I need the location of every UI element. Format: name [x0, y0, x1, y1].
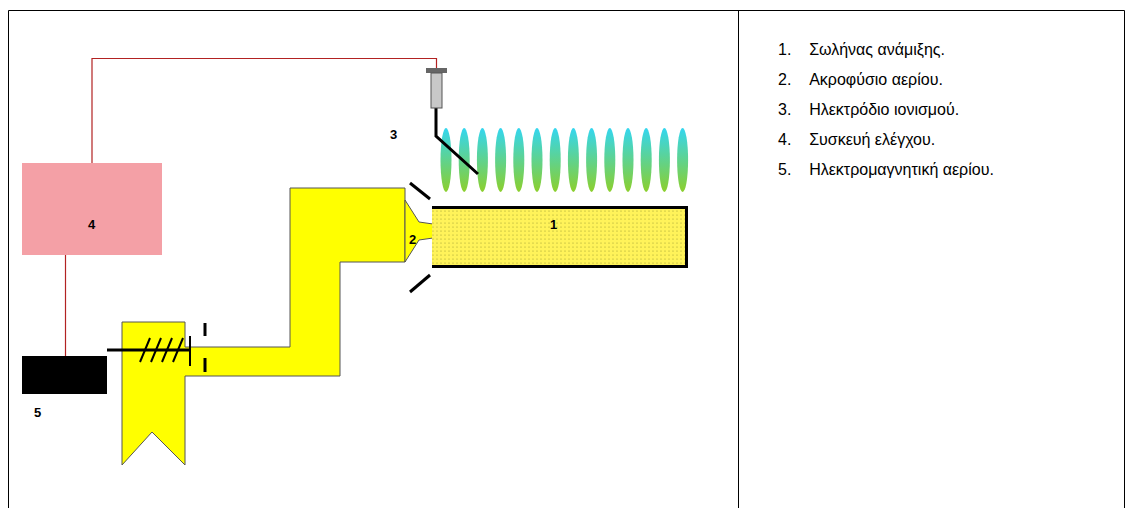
- callout-number: 5: [34, 406, 41, 420]
- ionisation-electrode: 3: [426, 68, 447, 108]
- flame: [441, 128, 452, 192]
- flame: [513, 128, 524, 192]
- gas-pipe: [122, 188, 405, 465]
- signal-wire: [65, 255, 66, 356]
- valve-plunger: [107, 336, 190, 366]
- mixing-tube-outline: [432, 206, 688, 268]
- mixing-tube: 1: [432, 206, 688, 268]
- electrode-rod: [436, 106, 478, 174]
- gas-nozzle-outline: [405, 200, 433, 262]
- flame: [550, 128, 561, 192]
- gas-nozzle: 2: [405, 200, 433, 262]
- part-name: 5. Ηλεκτρομαγνητική αερίου.: [778, 160, 994, 179]
- frame: [9, 11, 1125, 509]
- control-unit-box: 4: [22, 163, 162, 255]
- flames: [441, 128, 689, 192]
- spring-coil: [151, 338, 161, 362]
- flame: [604, 128, 615, 192]
- flame: [677, 128, 688, 192]
- flame: [495, 128, 506, 192]
- flame: [586, 128, 597, 192]
- flame: [641, 128, 652, 192]
- callout-number: 1: [550, 218, 557, 232]
- spring-coil: [173, 338, 183, 362]
- flame: [532, 128, 543, 192]
- callout-number: 4: [88, 218, 95, 232]
- callout-number: 3: [390, 128, 397, 142]
- valve-spring: [140, 338, 183, 362]
- part-name: 4. Συσκευή ελέγχου.: [778, 130, 935, 149]
- gas-solenoid: 5: [22, 356, 107, 394]
- valve-seat: [204, 323, 207, 372]
- callout-number: 2: [409, 233, 416, 247]
- spring-coil: [140, 338, 150, 362]
- part-name: 1. Σωλήνας ανάμιξης.: [778, 40, 945, 59]
- flame: [623, 128, 634, 192]
- signal-wire: [92, 59, 437, 164]
- flame: [477, 128, 488, 192]
- flame: [568, 128, 579, 192]
- ionisation-electrode-outline: [426, 68, 447, 108]
- spring-coil: [162, 338, 172, 362]
- flame: [659, 128, 670, 192]
- part-name: 3. Ηλεκτρόδιο ιονισμού.: [778, 100, 959, 119]
- part-name: 2. Ακροφύσιο αερίου.: [778, 70, 943, 89]
- burner-deflector: [410, 183, 430, 292]
